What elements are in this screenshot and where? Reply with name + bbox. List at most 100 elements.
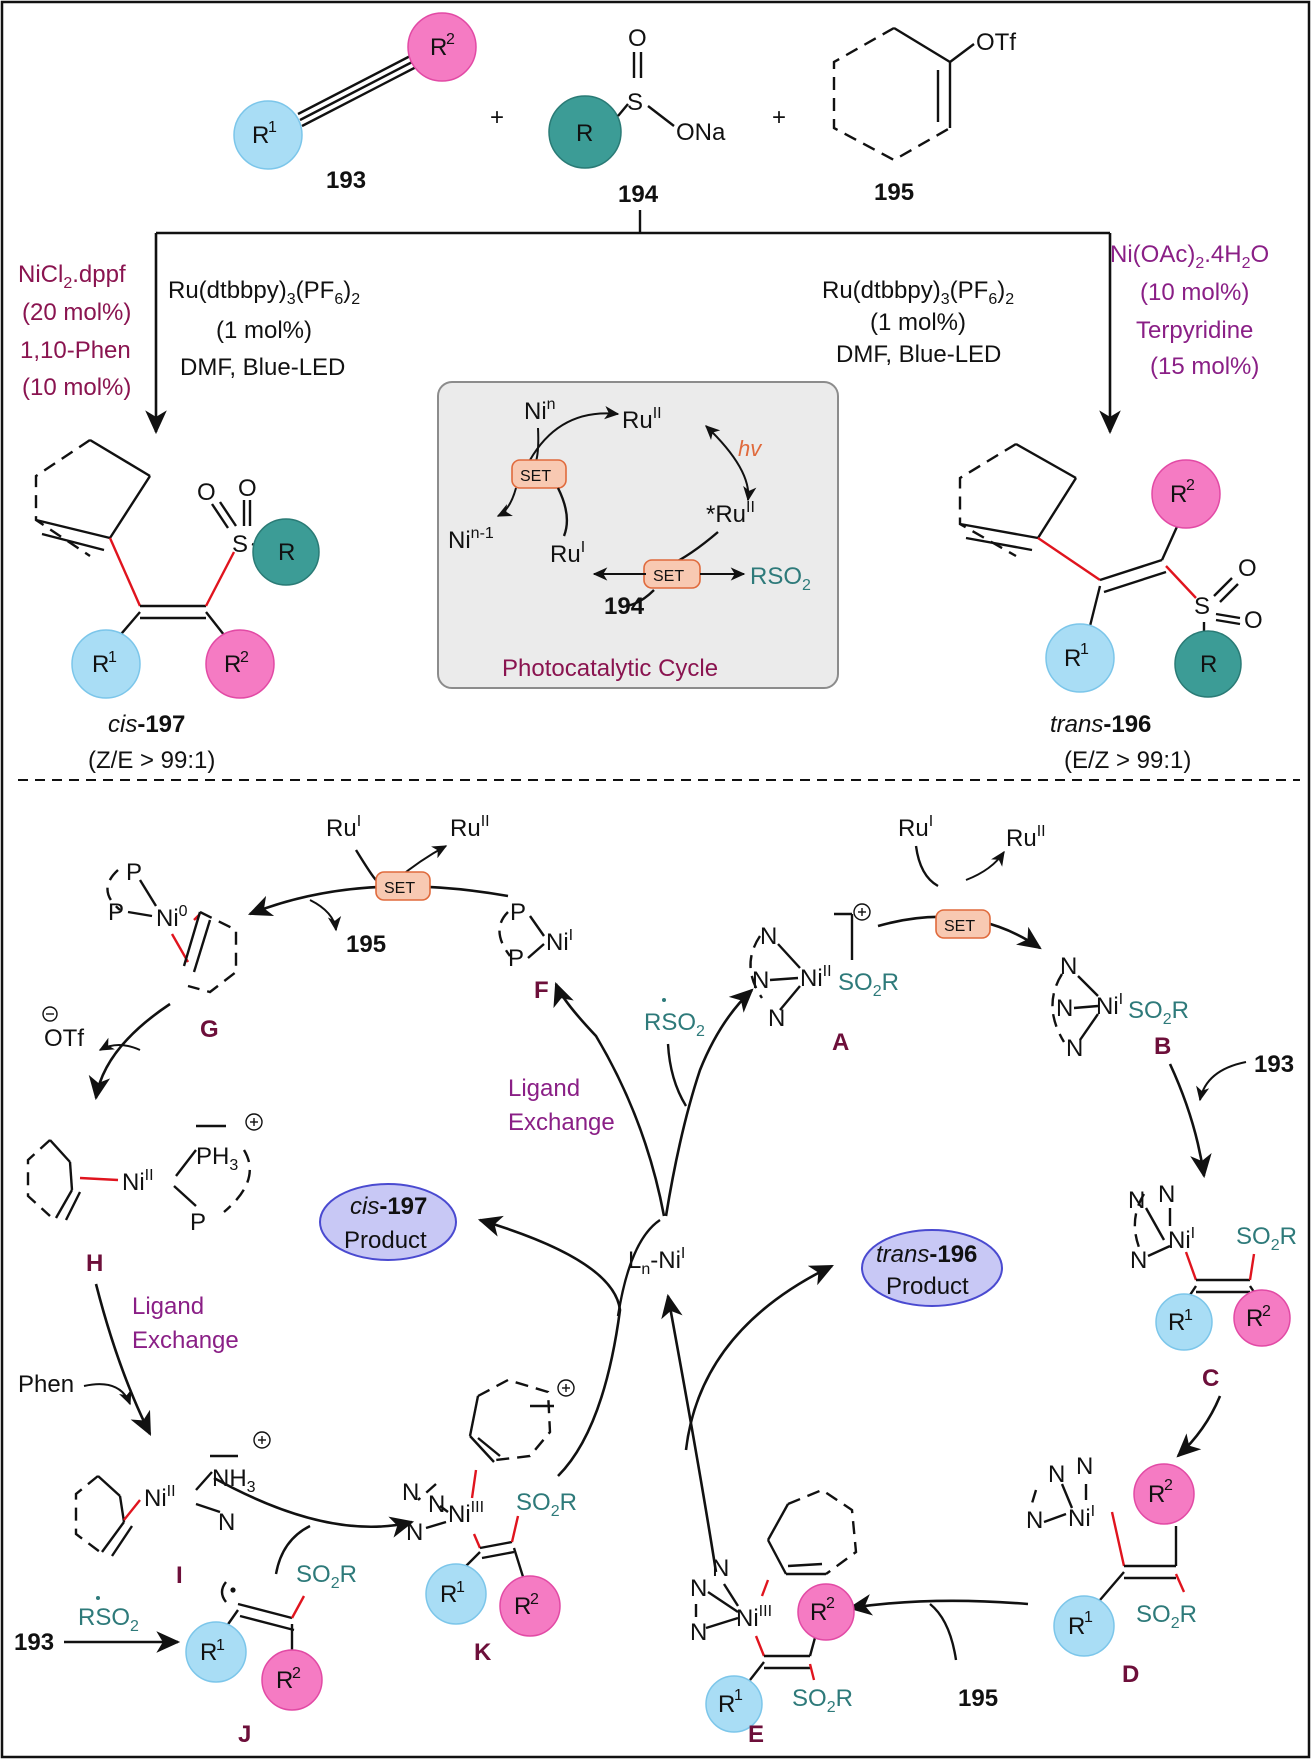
svg-text:(10 mol%): (10 mol%) (22, 374, 131, 401)
reactant-alkyne: R 1 R 2 193 (233, 12, 477, 194)
svg-text:2: 2 (530, 1591, 539, 1608)
label-j: J (238, 1721, 251, 1748)
svg-text:2: 2 (1186, 477, 1195, 494)
lnni-center: Ln-NiI (628, 1245, 685, 1278)
svg-text:N: N (1158, 1181, 1175, 1208)
species-f: P P NiI F (498, 899, 573, 1004)
svg-text:P: P (126, 859, 142, 886)
svg-text:Ligand: Ligand (132, 1293, 204, 1320)
svg-text:1,10-Phen: 1,10-Phen (20, 337, 131, 364)
compound-193-label: 193 (326, 167, 366, 194)
svg-text:(10 mol%): (10 mol%) (1140, 279, 1249, 306)
svg-text:1: 1 (216, 1637, 225, 1654)
svg-text:RuI: RuI (550, 539, 585, 568)
svg-text:Ru(dtbbpy)3(PF6)2: Ru(dtbbpy)3(PF6)2 (822, 277, 1014, 308)
svg-text:R: R (200, 1639, 217, 1666)
arrow-e-lnni (661, 1293, 718, 1573)
svg-text:N: N (1076, 1453, 1093, 1480)
svg-text:NiII: NiII (800, 963, 832, 992)
svg-text:NiI: NiI (1168, 1225, 1195, 1254)
label-k: K (474, 1639, 492, 1666)
svg-text:Product: Product (344, 1227, 427, 1254)
svg-text:Phen: Phen (18, 1371, 74, 1398)
svg-text:NiCl2.dppf: NiCl2.dppf (18, 261, 126, 292)
svg-text:(20 mol%): (20 mol%) (22, 299, 131, 326)
svg-text:195: 195 (346, 931, 386, 958)
arrow-b-to-c: 193 (1168, 1051, 1294, 1179)
svg-text:N: N (406, 1519, 423, 1546)
radical-addition: 193 RSO2 (14, 1596, 181, 1656)
cis-product-badge: cis-197 Product (319, 1183, 457, 1261)
left-ru-conditions: Ru(dtbbpy)3(PF6)2 (1 mol%) DMF, Blue-LED (168, 277, 360, 381)
alkyne-r2: R (430, 34, 447, 61)
svg-text:RSO2: RSO2 (78, 1604, 139, 1635)
otf-leaving: OTf (42, 1002, 171, 1101)
svg-text:P: P (508, 945, 524, 972)
svg-text:1: 1 (1080, 641, 1089, 658)
svg-text:(E/Z > 99:1): (E/Z > 99:1) (1064, 747, 1191, 774)
svg-text:OTf: OTf (976, 29, 1016, 56)
svg-text:Ni(OAc)2.4H2O: Ni(OAc)2.4H2O (1110, 241, 1269, 272)
svg-text:R: R (718, 1691, 735, 1718)
svg-text:*RuII: *RuII (706, 499, 755, 528)
species-c: N N N NiI SO2R R1 R2 C (1128, 1181, 1297, 1392)
svg-text:PH3: PH3 (196, 1143, 238, 1174)
svg-text:hv: hv (738, 436, 763, 461)
svg-text:O: O (1238, 555, 1257, 582)
trans-product-badge: trans-196 Product (861, 1229, 1003, 1307)
label-h: H (86, 1250, 103, 1277)
svg-text:R: R (1148, 1481, 1165, 1508)
arrow-k-cis (477, 1215, 622, 1477)
label-g: G (200, 1016, 219, 1043)
right-ni-conditions: Ni(OAc)2.4H2O (10 mol%) Terpyridine (15 … (1110, 241, 1269, 380)
svg-text:R: R (1200, 651, 1217, 678)
svg-text:N: N (1026, 1507, 1043, 1534)
right-ru-conditions: Ru(dtbbpy)3(PF6)2 (1 mol%) DMF, Blue-LED (822, 277, 1014, 368)
svg-text:NiIII: NiIII (736, 1603, 772, 1632)
svg-text:N: N (1060, 953, 1077, 980)
svg-text:1: 1 (456, 1579, 465, 1596)
svg-text:R: R (514, 1593, 531, 1620)
svg-text:SET: SET (653, 568, 684, 585)
svg-text:S: S (627, 89, 643, 116)
svg-text:S: S (232, 531, 248, 558)
svg-text:DMF, Blue-LED: DMF, Blue-LED (836, 341, 1001, 368)
svg-text:N: N (690, 1619, 707, 1646)
svg-text:ONa: ONa (676, 119, 726, 146)
svg-text:SET: SET (384, 880, 415, 897)
svg-text:NiI: NiI (1096, 991, 1123, 1020)
svg-text:O: O (628, 25, 647, 52)
species-i: NiII NH3 N I (74, 1431, 271, 1589)
arrow-lnni-to-a (664, 988, 754, 1217)
svg-text:Nin: Nin (524, 396, 556, 425)
svg-text:193: 193 (1254, 1051, 1294, 1078)
svg-text:Product: Product (886, 1273, 969, 1300)
arrow-k-lnni (616, 1219, 661, 1317)
arrow-j-join (274, 1524, 311, 1575)
svg-text:NiIII: NiIII (448, 1499, 484, 1528)
label-f: F (534, 977, 549, 1004)
svg-text:Ligand: Ligand (508, 1075, 580, 1102)
set-step-left: RuI RuII SET 195 (247, 813, 509, 958)
svg-text:193: 193 (14, 1629, 54, 1656)
label-e: E (748, 1721, 764, 1748)
species-g: P P Ni0 G (106, 859, 238, 1043)
species-e: N N N NiIII R2 SO2R R1 E (690, 1488, 858, 1748)
svg-text:P: P (510, 899, 526, 926)
svg-text:1: 1 (108, 649, 117, 666)
svg-text:N: N (752, 967, 769, 994)
svg-text:R: R (440, 1581, 457, 1608)
svg-text:N: N (1048, 1461, 1065, 1488)
svg-text:NiII: NiII (122, 1167, 154, 1196)
svg-text:S: S (1194, 593, 1210, 620)
species-k: N N N NiIII SO2R R1 R2 K (402, 1378, 577, 1666)
svg-text:trans-196: trans-196 (1050, 711, 1151, 738)
svg-text:2: 2 (826, 1595, 835, 1612)
svg-text:N: N (1130, 1247, 1147, 1274)
svg-text:N: N (218, 1509, 235, 1536)
svg-text:1: 1 (268, 119, 277, 136)
svg-text:N: N (402, 1479, 419, 1506)
label-a: A (832, 1029, 849, 1056)
svg-text:P: P (190, 1209, 206, 1236)
